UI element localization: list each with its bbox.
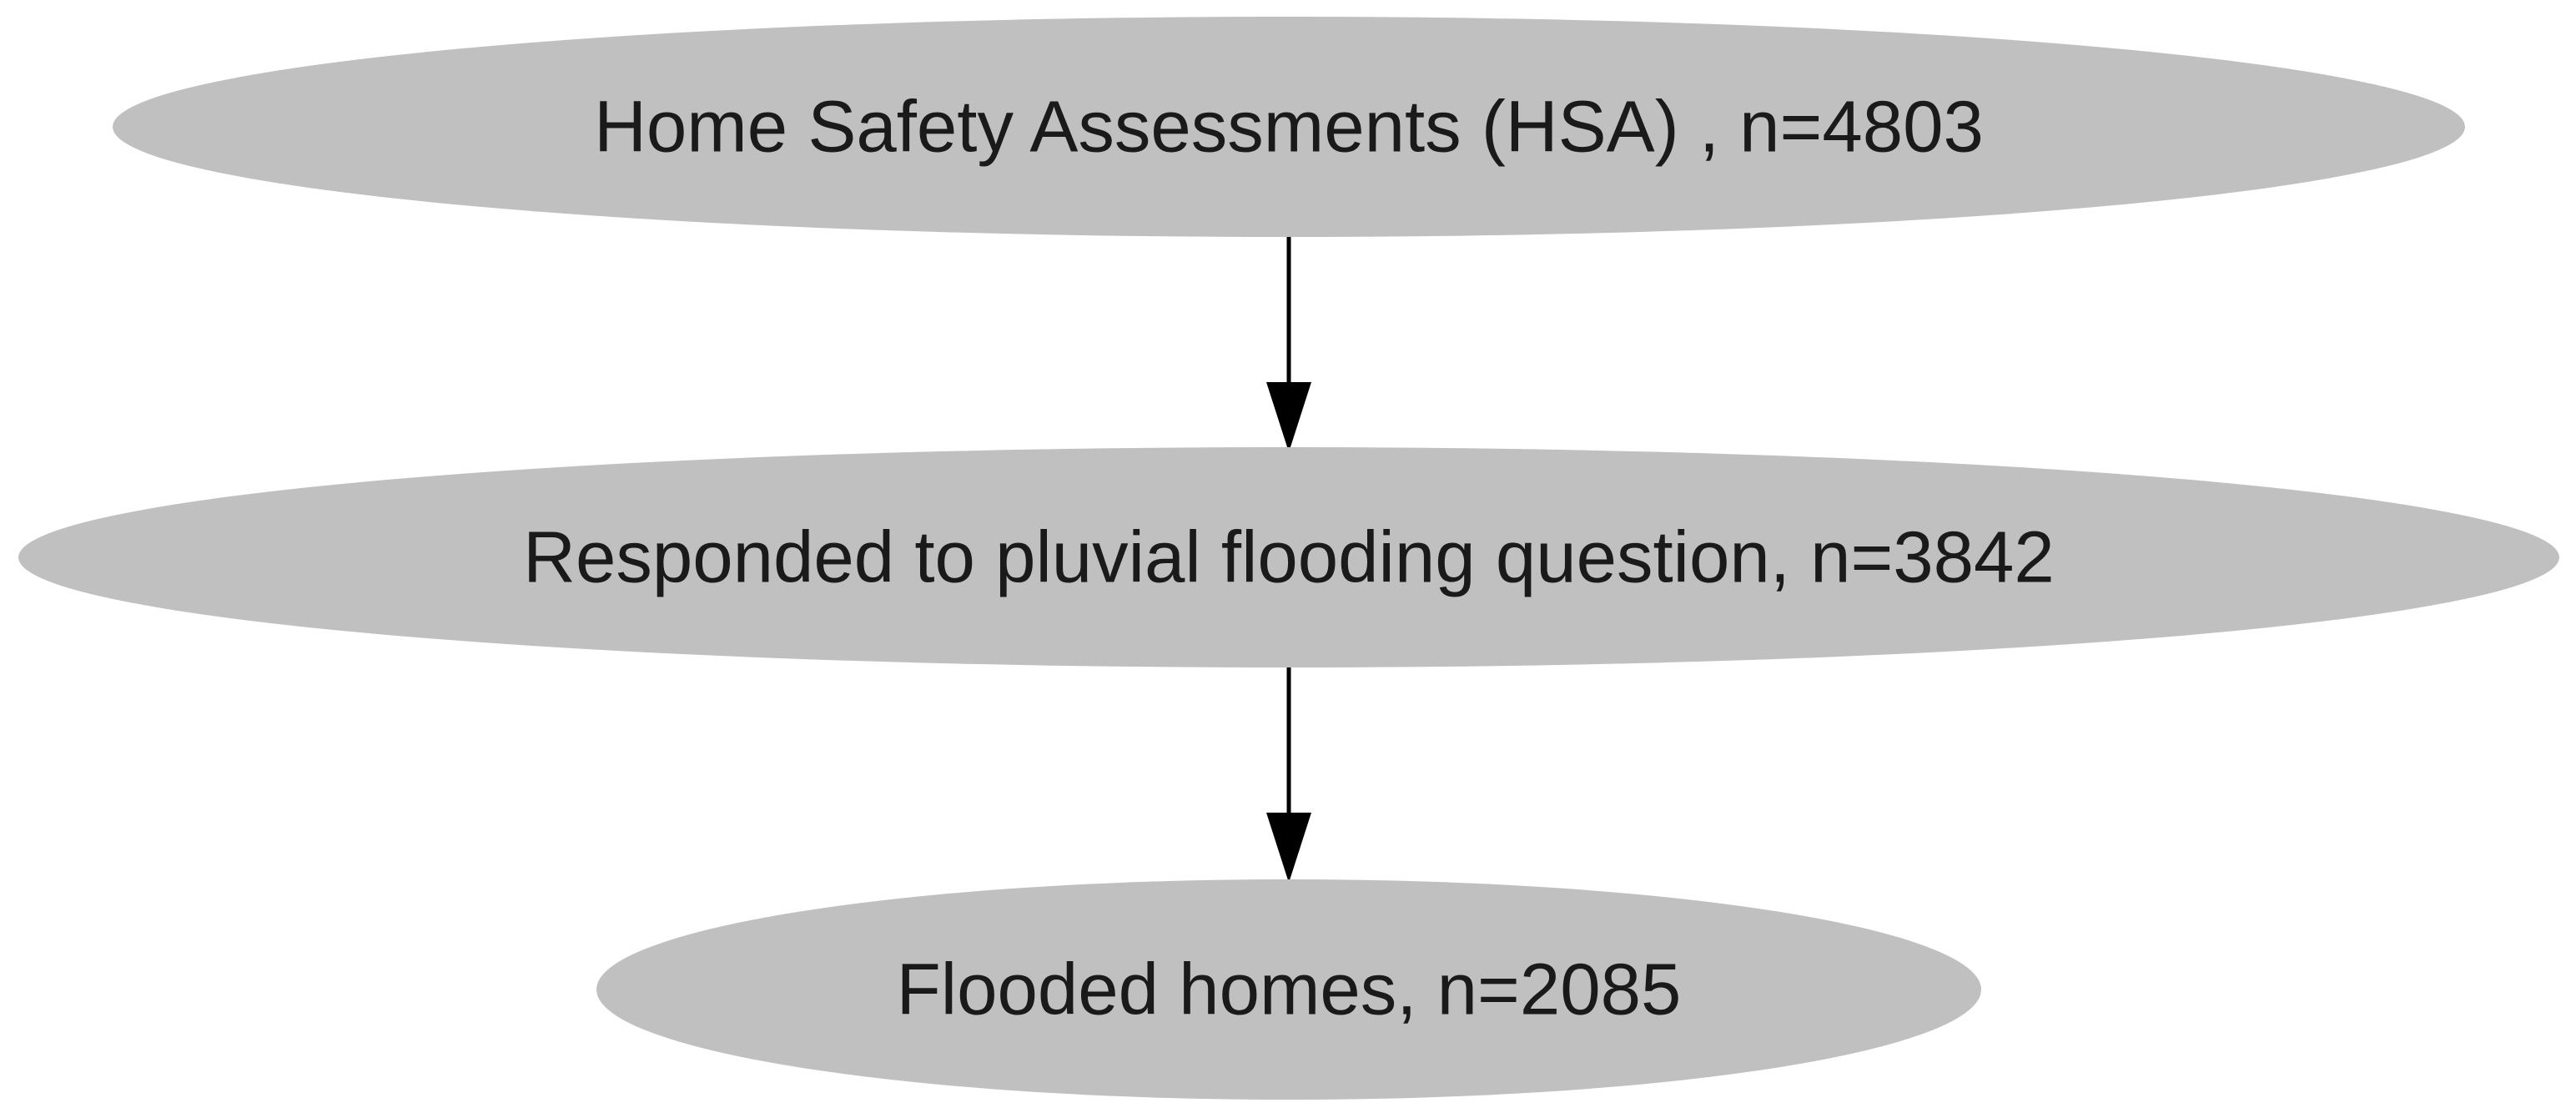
node-label: Responded to pluvial flooding question, … [523, 517, 2055, 598]
edge-hsa-to-responded [1266, 237, 1311, 452]
node-responded-to-pluvial-flooding: Responded to pluvial flooding question, … [18, 447, 2559, 667]
node-flooded-homes: Flooded homes, n=2085 [596, 879, 1981, 1100]
node-shape [18, 447, 2559, 667]
node-home-safety-assessments: Home Safety Assessments (HSA) , n=4803 [113, 17, 2465, 237]
arrowhead-icon [1266, 382, 1311, 452]
node-shape [596, 879, 1981, 1100]
node-shape [113, 17, 2465, 237]
node-label: Flooded homes, n=2085 [897, 949, 1682, 1030]
arrowhead-icon [1266, 813, 1311, 883]
node-label: Home Safety Assessments (HSA) , n=4803 [594, 87, 1984, 168]
edge-responded-to-flooded [1266, 666, 1311, 883]
